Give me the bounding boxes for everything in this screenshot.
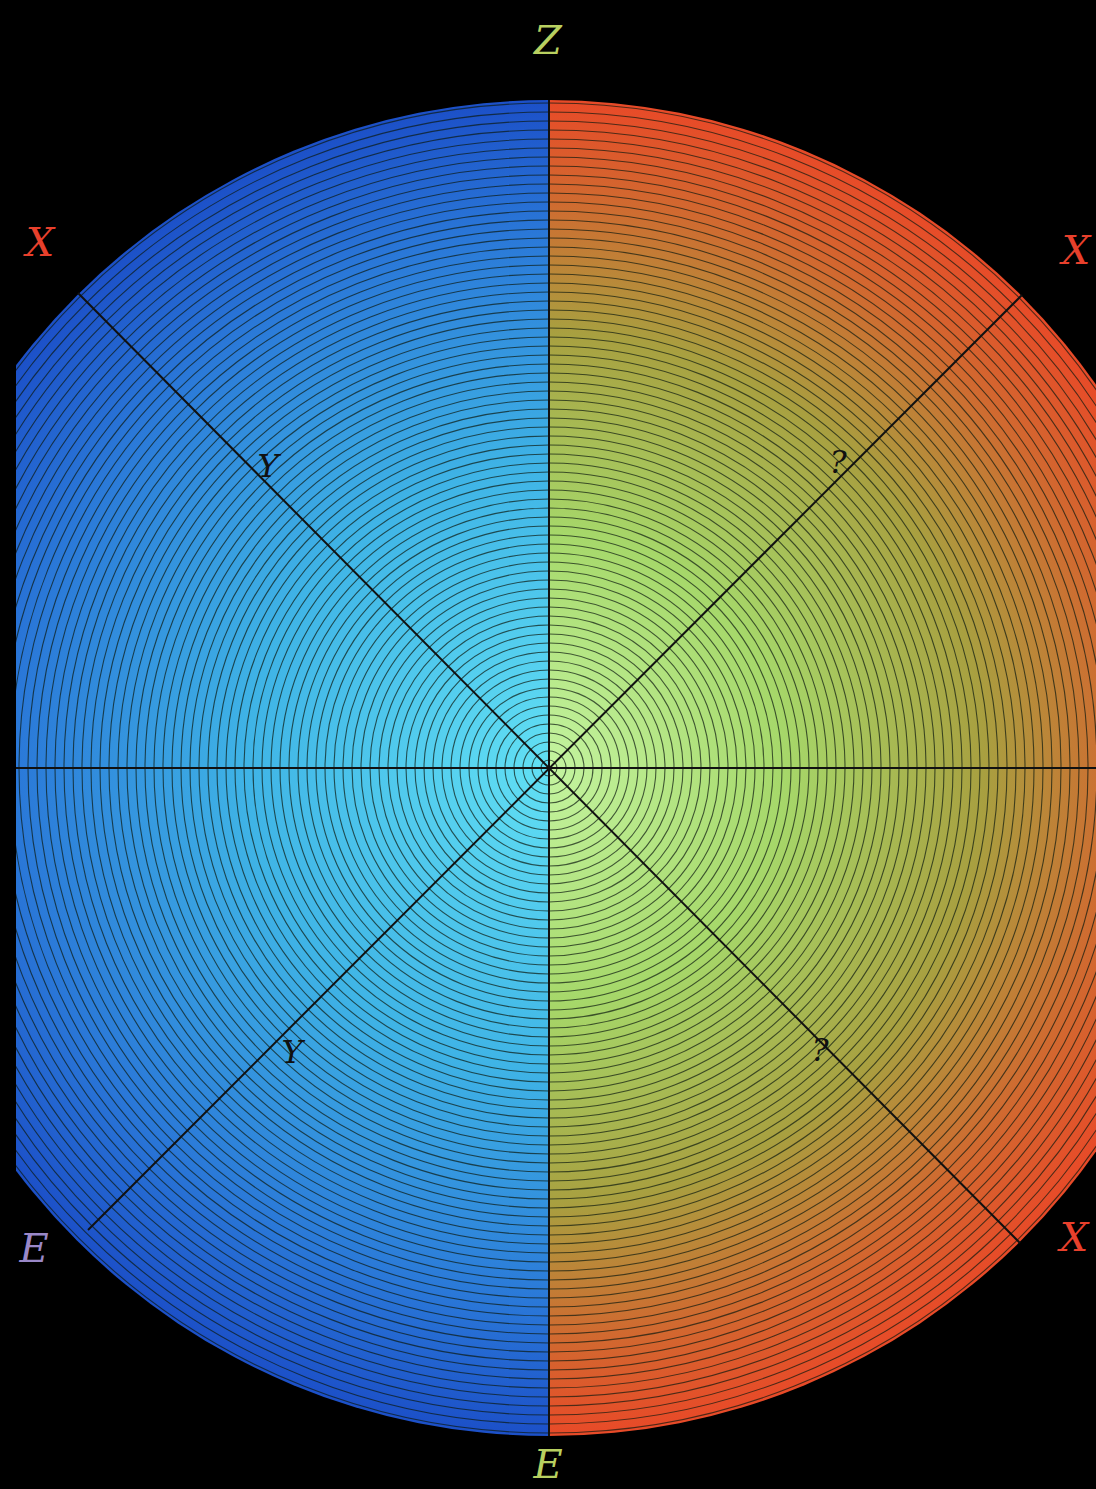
radial-lines — [16, 100, 1096, 1436]
ring — [16, 193, 1096, 1343]
ring — [16, 175, 1096, 1361]
ring — [16, 211, 1096, 1325]
ring — [16, 112, 1096, 1424]
ring — [16, 121, 1096, 1415]
warm-half — [549, 100, 1096, 1436]
axis-letter: X — [26, 222, 54, 262]
diagonal-mark: Y — [257, 450, 278, 482]
axis-letter: X — [1060, 1217, 1088, 1257]
axis-letter: E — [19, 1228, 48, 1268]
diagonal-mark: ? — [811, 1034, 828, 1066]
axis-letter: X — [1062, 230, 1090, 270]
ring — [16, 166, 1096, 1370]
axis-letter: Z — [534, 20, 562, 60]
ring — [16, 103, 1096, 1433]
axis-letter: E — [533, 1444, 562, 1484]
ring — [16, 202, 1096, 1334]
blue-half — [16, 100, 549, 1436]
ring — [16, 139, 1096, 1397]
ring — [16, 184, 1096, 1352]
diagonal-mark: ? — [829, 446, 846, 478]
ring — [16, 220, 1096, 1316]
ring — [16, 157, 1096, 1379]
diagonal-mark: Y — [281, 1036, 302, 1068]
ring — [16, 130, 1096, 1406]
concentric-rings — [16, 103, 1096, 1433]
ring — [16, 148, 1096, 1388]
